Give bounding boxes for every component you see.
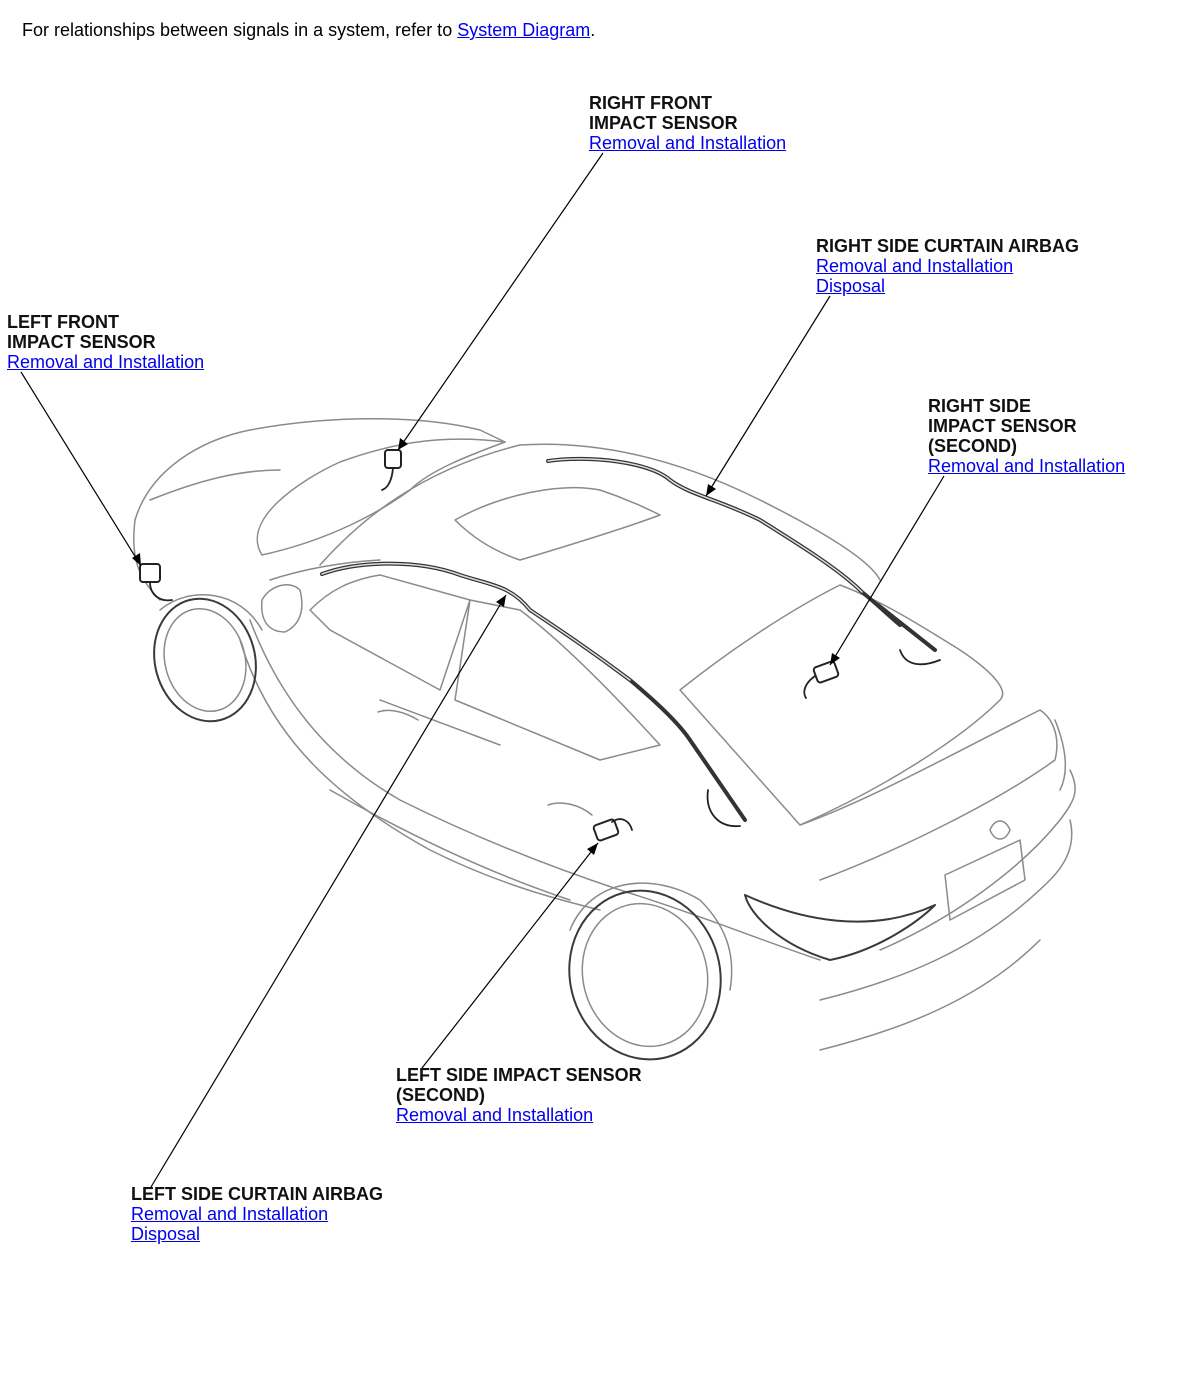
right-curtain-airbag-removal-link[interactable]: Removal and Installation	[816, 256, 1014, 276]
callout-title-line: IMPACT SENSOR	[589, 113, 738, 133]
leader-left-front-sensor	[20, 371, 142, 567]
car-hood	[256, 438, 506, 556]
car-front-side-window	[309, 574, 471, 691]
callout-title-line: RIGHT FRONT	[589, 93, 712, 113]
callout-title-line: IMPACT SENSOR	[928, 416, 1077, 436]
leader-right-side-sensor	[829, 475, 945, 666]
arrowhead-right-curtain-airbag	[706, 484, 716, 496]
left-curtain-airbag-inflator	[688, 738, 747, 822]
intro-text-before: For relationships between signals in a s…	[22, 20, 458, 40]
right-curtain-airbag-disposal-link[interactable]: Disposal	[816, 276, 886, 296]
system-diagram-link[interactable]: System Diagram	[457, 20, 591, 40]
callout-right-side-sensor: RIGHT SIDE IMPACT SENSOR (SECOND) Remova…	[928, 396, 1125, 476]
left-curtain-airbag-disposal-link[interactable]: Disposal	[131, 1224, 201, 1244]
callout-title-line: RIGHT SIDE CURTAIN AIRBAG	[816, 236, 1079, 256]
car-rear-bumper	[879, 769, 1076, 951]
leader-right-curtain-airbag	[705, 295, 831, 497]
callout-title-line: LEFT SIDE IMPACT SENSOR	[396, 1065, 642, 1085]
car-illustration	[133, 418, 1076, 1061]
car-side-body	[249, 619, 821, 961]
car-rear-wheel	[568, 889, 722, 1061]
right-front-sensor-removal-link[interactable]: Removal and Installation	[589, 133, 787, 153]
left-front-impact-sensor-component	[139, 563, 173, 602]
car-sunroof	[454, 486, 661, 561]
intro-text-after: .	[590, 20, 596, 40]
arrowhead-left-curtain-airbag	[496, 595, 506, 607]
callout-title-line: LEFT FRONT	[7, 312, 119, 332]
callout-left-front-sensor: LEFT FRONT IMPACT SENSOR Removal and Ins…	[7, 312, 204, 372]
leader-left-curtain-airbag	[150, 594, 507, 1188]
car-license-plate	[944, 839, 1026, 921]
car-taillight	[744, 894, 936, 961]
car-trunk	[799, 709, 1058, 881]
right-front-impact-sensor-component	[381, 449, 402, 491]
callout-right-front-sensor: RIGHT FRONT IMPACT SENSOR Removal and In…	[589, 93, 786, 153]
left-side-impact-sensor-component	[592, 818, 633, 842]
callout-title-line: LEFT SIDE CURTAIN AIRBAG	[131, 1184, 383, 1204]
left-curtain-airbag-component	[320, 561, 747, 827]
left-side-sensor-removal-link[interactable]: Removal and Installation	[396, 1105, 594, 1125]
right-curtain-airbag-inflator	[876, 603, 937, 652]
arrowhead-left-side-sensor	[587, 843, 598, 855]
callout-title-line: RIGHT SIDE	[928, 396, 1032, 416]
intro-text: For relationships between signals in a s…	[22, 19, 595, 41]
callout-title-line: IMPACT SENSOR	[7, 332, 156, 352]
left-curtain-airbag-removal-link[interactable]: Removal and Installation	[131, 1204, 329, 1224]
arrowhead-right-side-sensor	[830, 653, 840, 665]
right-side-impact-sensor-component	[803, 660, 840, 699]
car-rear-window	[679, 584, 1004, 826]
callout-title-line: (SECOND)	[396, 1085, 485, 1105]
callout-title-line: (SECOND)	[928, 436, 1017, 456]
right-curtain-airbag-component	[546, 456, 941, 666]
callout-left-side-sensor: LEFT SIDE IMPACT SENSOR (SECOND) Removal…	[396, 1065, 642, 1125]
car-front-fascia	[134, 418, 506, 521]
car-rear-side-window	[454, 599, 661, 761]
car-roof	[319, 443, 881, 581]
callout-left-curtain-airbag: LEFT SIDE CURTAIN AIRBAG Removal and Ins…	[131, 1184, 383, 1244]
leader-lines	[20, 152, 945, 1188]
car-front-wheel	[153, 597, 257, 723]
left-front-sensor-removal-link[interactable]: Removal and Installation	[7, 352, 205, 372]
leader-left-side-sensor	[421, 842, 599, 1069]
callout-right-curtain-airbag: RIGHT SIDE CURTAIN AIRBAG Removal and In…	[816, 236, 1079, 296]
leader-right-front-sensor	[397, 152, 604, 451]
arrowhead-left-front-sensor	[132, 553, 141, 566]
arrowhead-right-front-sensor	[398, 438, 408, 450]
car-side-mirror	[260, 584, 303, 633]
right-side-sensor-removal-link[interactable]: Removal and Installation	[928, 456, 1126, 476]
